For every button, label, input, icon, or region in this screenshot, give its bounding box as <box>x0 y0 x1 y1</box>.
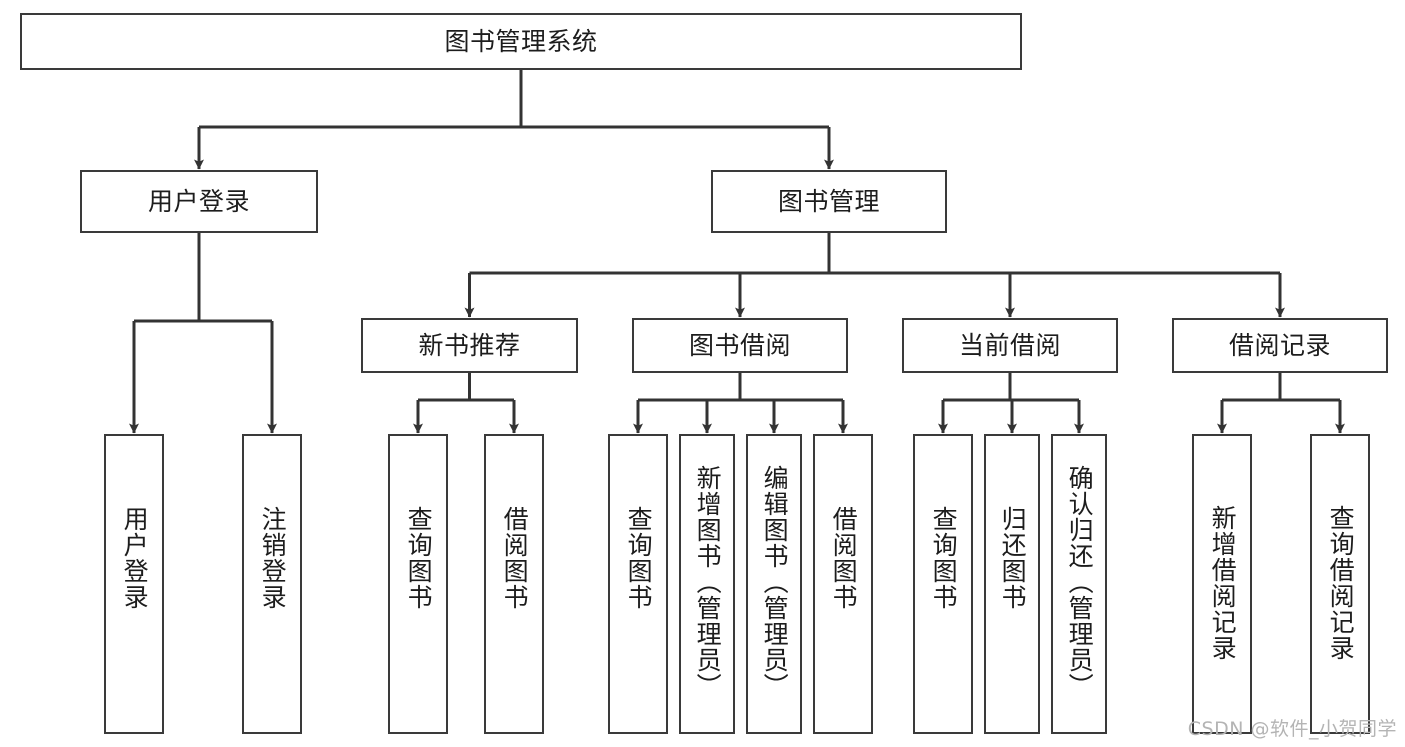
node-label: 查询图书 <box>929 506 959 610</box>
node-newbook[interactable]: 新书推荐 <box>361 318 578 373</box>
node-leaf-edit[interactable]: 编辑图书（管理员） <box>746 434 802 734</box>
node-leaf-b2[interactable]: 借阅图书 <box>813 434 873 734</box>
node-root[interactable]: 图书管理系统 <box>20 13 1022 70</box>
node-label: 归还图书 <box>998 506 1028 610</box>
node-current[interactable]: 当前借阅 <box>902 318 1118 373</box>
node-leaf-login[interactable]: 用户登录 <box>104 434 164 734</box>
node-label: 当前借阅 <box>958 330 1061 360</box>
node-leaf-q3[interactable]: 查询图书 <box>913 434 973 734</box>
node-label: 用户登录 <box>120 506 150 610</box>
node-leaf-b1[interactable]: 借阅图书 <box>484 434 544 734</box>
node-records[interactable]: 借阅记录 <box>1172 318 1388 373</box>
node-leaf-q2[interactable]: 查询图书 <box>608 434 668 734</box>
node-label: 新增图书（管理员） <box>693 465 723 699</box>
node-label: 查询借阅记录 <box>1326 505 1356 661</box>
node-label: 查询图书 <box>404 506 434 610</box>
node-bookmgmt[interactable]: 图书管理 <box>711 170 947 233</box>
node-label: 新增借阅记录 <box>1208 505 1238 661</box>
node-label: 图书管理 <box>777 186 880 216</box>
node-label: 图书管理系统 <box>444 26 598 56</box>
node-label: 用户登录 <box>147 186 250 216</box>
node-login[interactable]: 用户登录 <box>80 170 318 233</box>
node-leaf-add[interactable]: 新增图书（管理员） <box>679 434 735 734</box>
node-borrow[interactable]: 图书借阅 <box>632 318 848 373</box>
node-label: 查询图书 <box>624 506 654 610</box>
node-leaf-addrec[interactable]: 新增借阅记录 <box>1192 434 1252 734</box>
watermark: CSDN @软件_小贺同学 <box>1187 718 1397 740</box>
node-leaf-q1[interactable]: 查询图书 <box>388 434 448 734</box>
node-leaf-qrec[interactable]: 查询借阅记录 <box>1310 434 1370 734</box>
node-label: 借阅图书 <box>500 506 530 610</box>
node-label: 确认归还（管理员） <box>1065 465 1095 699</box>
node-label: 注销登录 <box>258 506 288 610</box>
node-leaf-logout[interactable]: 注销登录 <box>242 434 302 734</box>
node-label: 借阅记录 <box>1228 330 1331 360</box>
node-leaf-conf[interactable]: 确认归还（管理员） <box>1051 434 1107 734</box>
node-label: 编辑图书（管理员） <box>760 465 790 699</box>
node-label: 图书借阅 <box>688 330 791 360</box>
node-label: 新书推荐 <box>418 330 521 360</box>
node-leaf-ret[interactable]: 归还图书 <box>984 434 1040 734</box>
node-label: 借阅图书 <box>829 506 859 610</box>
